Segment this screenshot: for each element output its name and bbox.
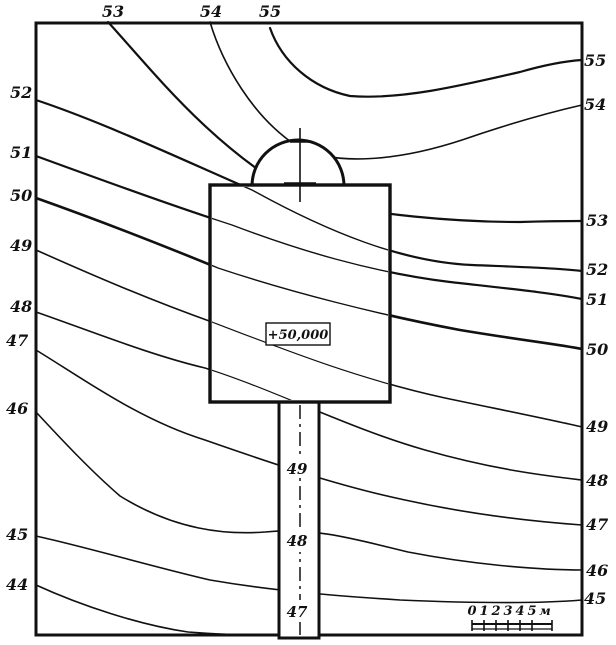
path-labels: 49 48 47 — [283, 456, 315, 622]
left-label-45: 45 — [6, 525, 28, 544]
right-label-47: 47 — [586, 515, 608, 534]
right-label-49: 49 — [586, 417, 608, 436]
right-labels: 55 54 53 52 51 50 49 48 47 46 45 — [584, 51, 608, 608]
scale-tick-4: 4 — [515, 604, 524, 619]
right-label-50: 50 — [586, 340, 608, 359]
left-label-48: 48 — [10, 297, 32, 316]
scale-tick-1: 1 — [479, 604, 488, 619]
top-labels: 53 54 55 — [102, 2, 281, 21]
contour-44 — [35, 584, 259, 636]
right-label-55: 55 — [584, 51, 606, 70]
contour-46 — [35, 411, 583, 571]
access-path — [277, 398, 321, 640]
building — [208, 128, 392, 404]
left-labels: 52 51 50 49 48 47 46 45 44 — [6, 83, 32, 594]
right-label-53: 53 — [586, 211, 608, 230]
path-label-48: 48 — [287, 532, 308, 550]
top-label-53: 53 — [102, 2, 124, 21]
top-label-55: 55 — [259, 2, 281, 21]
right-label-52: 52 — [586, 260, 608, 279]
scale-tick-2: 2 — [490, 604, 500, 619]
left-label-47: 47 — [6, 331, 28, 350]
top-label-54: 54 — [200, 2, 222, 21]
scale-unit: м — [539, 604, 550, 618]
contour-54 — [209, 21, 583, 160]
building-elevation: +50,000 — [268, 328, 329, 343]
path-strip — [277, 398, 321, 640]
interior-contours — [212, 187, 388, 400]
left-label-44: 44 — [6, 575, 28, 594]
scale-tick-5: 5 — [527, 604, 536, 619]
right-label-48: 48 — [586, 471, 608, 490]
left-label-52: 52 — [10, 83, 32, 102]
left-label-51: 51 — [10, 143, 32, 162]
elevation-box — [265, 322, 331, 346]
left-label-49: 49 — [10, 236, 32, 255]
contour-55 — [268, 26, 584, 98]
scale-tick-0: 0 — [467, 604, 476, 619]
left-label-46: 46 — [6, 399, 28, 418]
path-label-47: 47 — [287, 603, 308, 621]
left-label-50: 50 — [10, 186, 32, 205]
scale-bar: 0 1 2 3 4 5 м — [467, 604, 553, 631]
right-label-54: 54 — [584, 95, 606, 114]
apse-half-circle — [250, 138, 346, 187]
right-label-46: 46 — [586, 561, 608, 580]
scale-tick-3: 3 — [503, 604, 512, 619]
path-label-49: 49 — [287, 460, 308, 478]
right-label-51: 51 — [586, 290, 608, 309]
right-label-45: 45 — [584, 589, 606, 608]
